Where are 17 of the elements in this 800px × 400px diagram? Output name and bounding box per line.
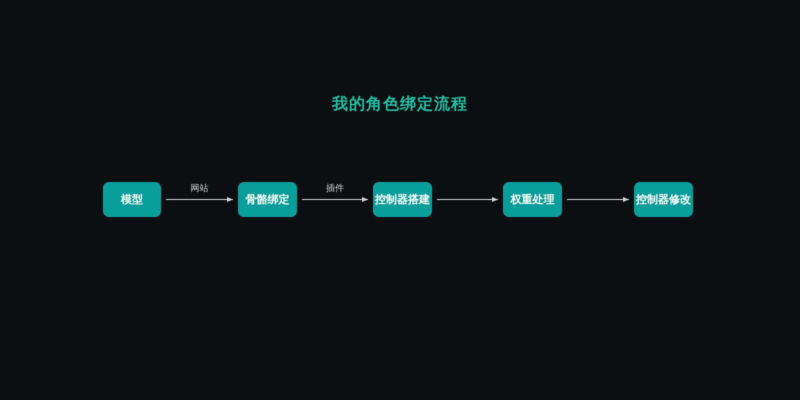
node-label: 控制器搭建 — [375, 192, 430, 206]
node-label: 骨骼绑定 — [246, 192, 290, 206]
process-box — [634, 182, 693, 217]
process-box — [238, 182, 297, 217]
process-box — [503, 182, 562, 217]
process-box — [103, 182, 161, 217]
node-label: 模型 — [121, 192, 143, 206]
node-label: 控制器修改 — [636, 192, 691, 206]
arrow — [166, 197, 234, 202]
arrow — [302, 197, 368, 202]
process-box — [373, 182, 432, 217]
arrow — [436, 197, 498, 202]
arrow — [566, 197, 630, 202]
node-label: 权重处理 — [510, 192, 554, 206]
edge-label: 网站 — [188, 184, 210, 194]
edge-label: 插件 — [324, 184, 346, 194]
diagram-title: 我的角色绑定流程 — [332, 94, 468, 114]
